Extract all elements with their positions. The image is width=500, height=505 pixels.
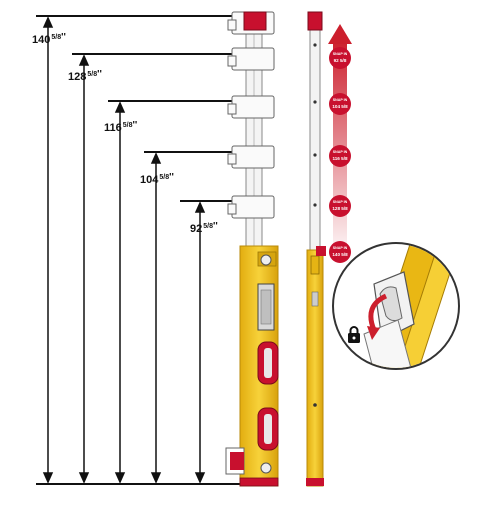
dim-unit: '' xyxy=(97,69,102,80)
snap-badge-label: SNAP IN xyxy=(333,52,348,56)
dim-frac: 5/8 xyxy=(87,71,98,78)
snap-badge-label: SNAP IN xyxy=(333,200,348,204)
dim-whole: 116 xyxy=(104,122,122,134)
callout-illustration xyxy=(348,244,458,368)
rotate-arrow-icon xyxy=(367,293,388,340)
snap-clamp-closeup xyxy=(363,271,415,368)
snap-badge-label: SNAP IN xyxy=(333,98,348,102)
dim-whole: 140 xyxy=(32,34,51,46)
dimension-lines xyxy=(36,15,246,485)
snap-badge-value: 92 5/8 xyxy=(334,58,347,63)
dim-label-128: 1285/8'' xyxy=(68,70,102,83)
snap-badge-value: 104 5/8 xyxy=(332,104,348,109)
end-cap-top xyxy=(243,11,267,31)
dim-unit: '' xyxy=(169,172,174,183)
snap-badge: SNAP IN 128 5/8 xyxy=(329,195,351,217)
dim-label-116: 1165/8'' xyxy=(104,121,137,134)
dim-label-92: 925/8'' xyxy=(190,222,218,235)
level-side-view xyxy=(306,11,324,487)
lock-icon xyxy=(348,326,360,343)
snap-badge-label: SNAP IN xyxy=(333,246,348,250)
snap-badge: SNAP IN 104 5/8 xyxy=(329,93,351,115)
snap-badge: SNAP IN 92 5/8 xyxy=(329,47,351,69)
dim-unit: '' xyxy=(132,120,138,131)
dim-whole: 104 xyxy=(140,174,159,186)
dim-frac: 5/8 xyxy=(51,34,62,41)
dim-unit: '' xyxy=(212,221,218,232)
dim-frac: 5/8 xyxy=(122,122,133,129)
dim-whole: 92 xyxy=(190,223,203,235)
dim-unit: '' xyxy=(61,32,66,43)
snap-badge: SNAP IN 116 5/8 xyxy=(329,145,351,167)
snap-badge-value: 128 5/8 xyxy=(332,206,348,211)
end-cap-bottom xyxy=(230,452,244,470)
dimension-arrows xyxy=(42,16,206,484)
snap-badge-value: 140 5/8 xyxy=(332,252,348,257)
snap-badge: SNAP IN 140 5/8 xyxy=(329,241,351,263)
extension-tubes xyxy=(227,11,275,251)
dim-label-104: 1045/8'' xyxy=(140,173,174,186)
dim-frac: 5/8 xyxy=(203,223,213,230)
lock-detail-callout xyxy=(332,242,460,370)
dim-frac: 5/8 xyxy=(159,174,170,181)
snap-badge-value: 116 5/8 xyxy=(332,156,348,161)
snap-badge-label: SNAP IN xyxy=(333,150,348,154)
dim-label-140: 1405/8'' xyxy=(32,33,66,46)
dim-whole: 128 xyxy=(68,71,87,83)
level-front-body xyxy=(225,245,279,487)
